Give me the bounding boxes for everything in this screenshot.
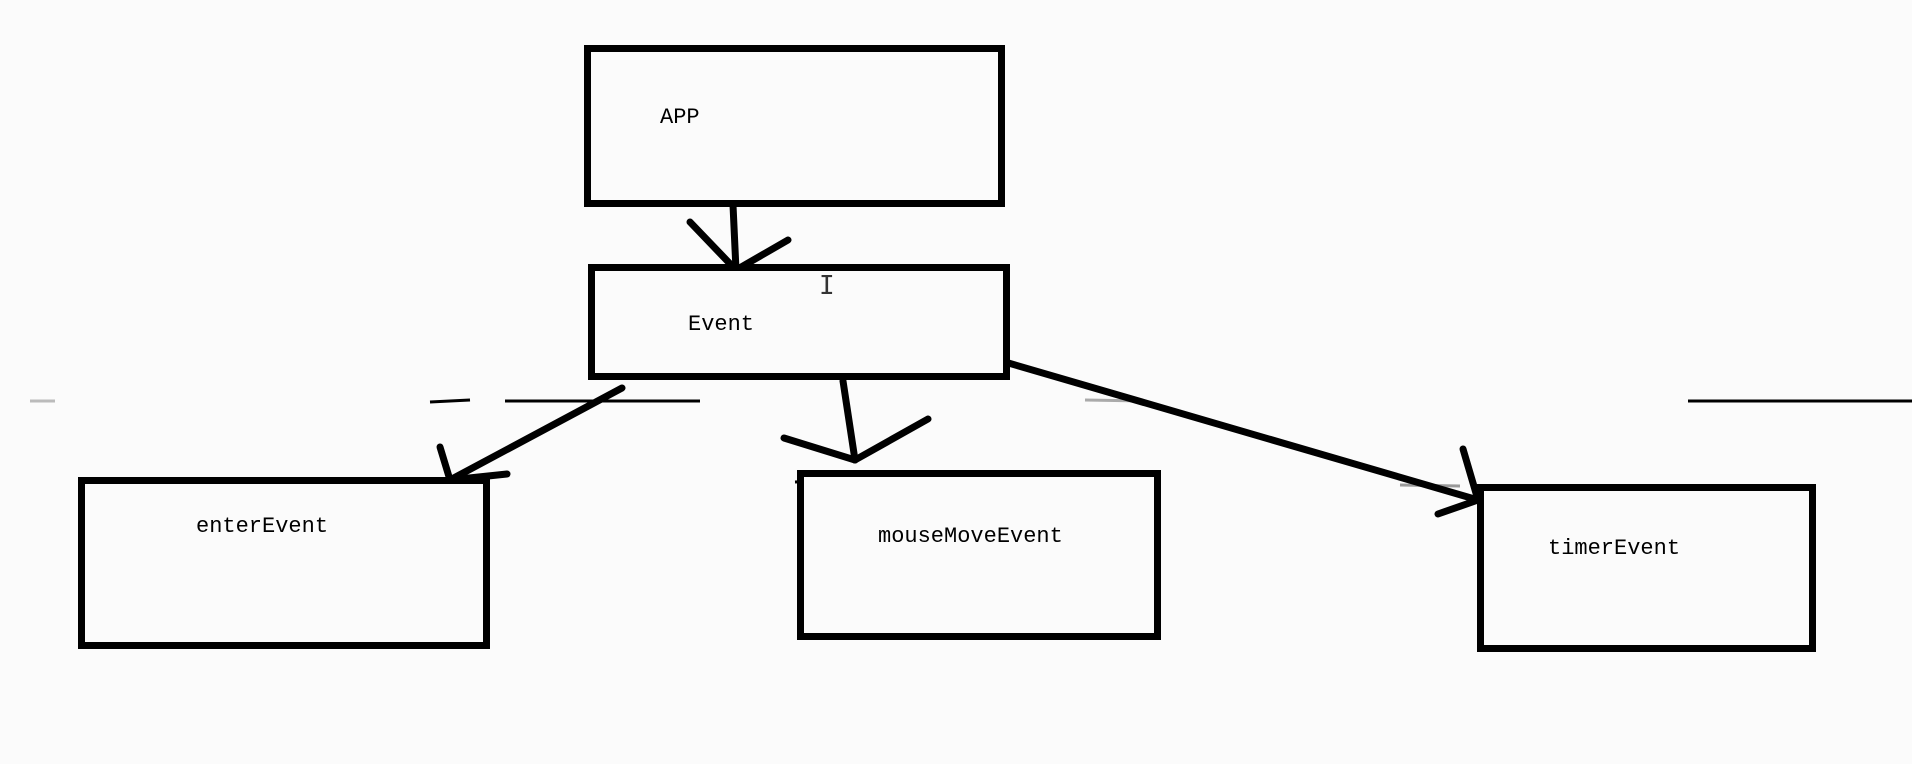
arrow-event-to-mousemove [780,377,932,464]
text-cursor-icon: I [819,271,835,301]
timer-event-label: timerEvent [1548,536,1681,561]
app-label: APP [660,105,700,130]
enter-event-label: enterEvent [196,514,329,539]
event-label: Event [688,312,755,337]
mousemove-event-label: mouseMoveEvent [878,524,1063,549]
arrow-app-to-event [686,201,792,274]
mousemove-event-box [797,470,1161,640]
event-box [588,264,1010,380]
background-line [429,398,471,404]
arrow-event-to-timer [1001,358,1482,518]
timer-event-box [1477,484,1816,652]
enter-event-box [78,477,490,649]
app-box [584,45,1005,207]
